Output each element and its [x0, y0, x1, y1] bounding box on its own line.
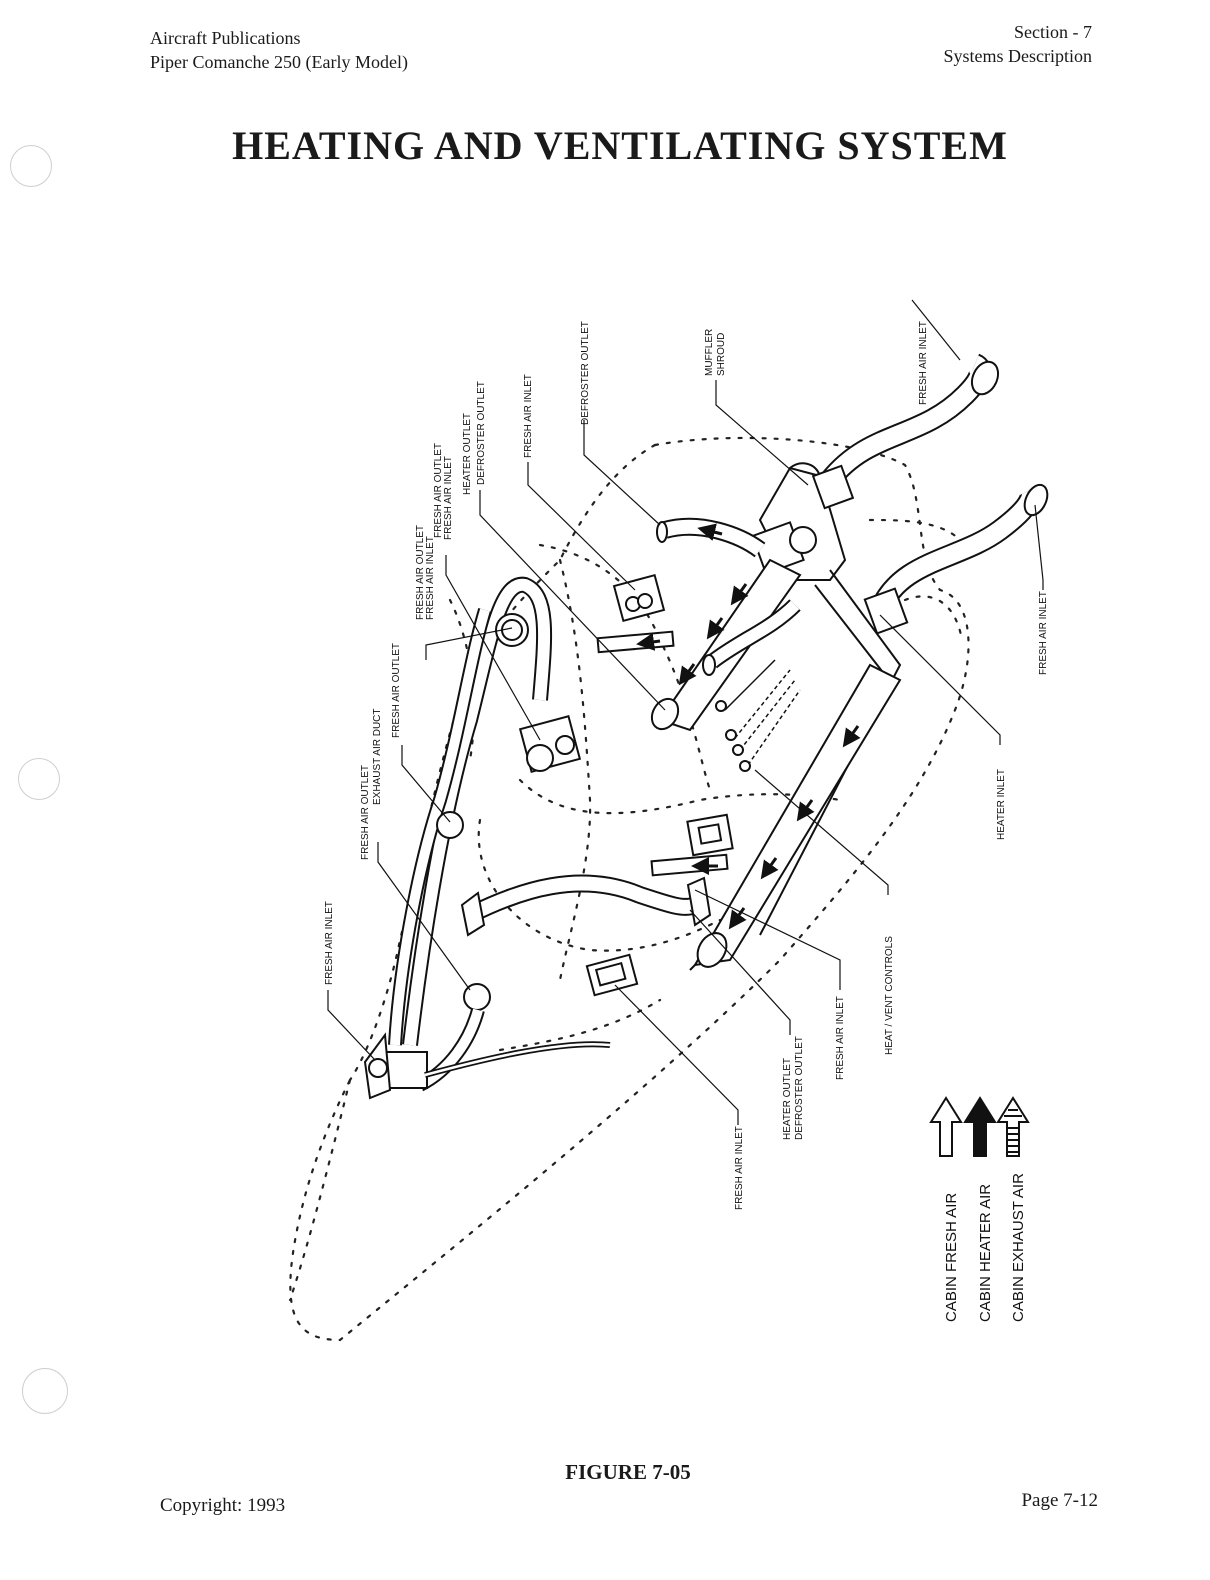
label-fresh-air-inlet-right: FRESH AIR INLET [1038, 591, 1049, 675]
leader-lines [327, 299, 1044, 1125]
page-title: HEATING AND VENTILATING SYSTEM [232, 123, 1008, 168]
label-heater-outlet-bottom: HEATER OUTLET [782, 1058, 793, 1140]
header-left: Aircraft Publications Piper Comanche 250… [150, 26, 408, 74]
label-muffler-shroud-2: SHROUD [716, 333, 727, 376]
label-heater-outlet-top: HEATER OUTLET [462, 413, 473, 495]
label-defroster-outlet-mid: DEFROSTER OUTLET [476, 381, 487, 485]
label-fresh-air-inlet-a: FRESH AIR INLET [443, 456, 454, 540]
label-muffler-shroud-1: MUFFLER [704, 329, 715, 376]
binder-hole-bottom [22, 1368, 68, 1414]
label-fresh-air-outlet-d: FRESH AIR OUTLET [360, 765, 371, 860]
page-number: Page 7-12 [1021, 1490, 1098, 1511]
label-fresh-air-inlet-top: FRESH AIR INLET [523, 374, 534, 458]
publisher-name: Aircraft Publications [150, 28, 301, 48]
label-exhaust-air-duct: EXHAUST AIR DUCT [372, 709, 383, 806]
duct-system [363, 353, 1049, 1100]
binder-hole-middle [18, 758, 60, 800]
legend: CABIN FRESH AIR CABIN HEATER AIR CABIN E… [929, 1096, 1030, 1322]
section-number: Section - 7 [1014, 22, 1092, 42]
solid-arrow-icon [963, 1096, 997, 1157]
legend-label-heater-air: CABIN HEATER AIR [977, 1184, 994, 1322]
figure-caption: FIGURE 7-05 [565, 1460, 691, 1484]
binder-hole-top [10, 145, 52, 187]
label-defroster-outlet-bottom: DEFROSTER OUTLET [794, 1036, 805, 1140]
section-name: Systems Description [943, 46, 1093, 66]
label-heater-inlet: HEATER INLET [996, 769, 1007, 840]
hollow-arrow-icon [929, 1096, 963, 1157]
aircraft-model: Piper Comanche 250 (Early Model) [150, 52, 408, 72]
label-fresh-air-inlet-top-right: FRESH AIR INLET [918, 321, 929, 405]
label-heat-vent-controls: HEAT / VENT CONTROLS [884, 936, 895, 1055]
label-fresh-air-inlet-left: FRESH AIR INLET [324, 901, 335, 985]
legend-label-exhaust-air: CABIN EXHAUST AIR [1010, 1173, 1027, 1322]
legend-label-fresh-air: CABIN FRESH AIR [943, 1193, 960, 1322]
label-defroster-outlet-top: DEFROSTER OUTLET [580, 321, 591, 425]
label-fresh-air-inlet-b: FRESH AIR INLET [425, 536, 436, 620]
label-fresh-air-inlet-bottom-mid: FRESH AIR INLET [835, 996, 846, 1080]
label-fresh-air-outlet-b: FRESH AIR OUTLET [415, 525, 426, 620]
diagram-labels: DEFROSTER OUTLET MUFFLER SHROUD FRESH AI… [324, 321, 1049, 1210]
copyright: Copyright: 1993 [160, 1495, 286, 1516]
label-fresh-air-inlet-bottom: FRESH AIR INLET [734, 1126, 745, 1210]
hatched-arrow-icon [996, 1096, 1030, 1157]
label-fresh-air-outlet-c: FRESH AIR OUTLET [391, 643, 402, 738]
label-fresh-air-outlet-a: FRESH AIR OUTLET [433, 443, 444, 538]
header-right: Section - 7 Systems Description [944, 20, 1093, 68]
